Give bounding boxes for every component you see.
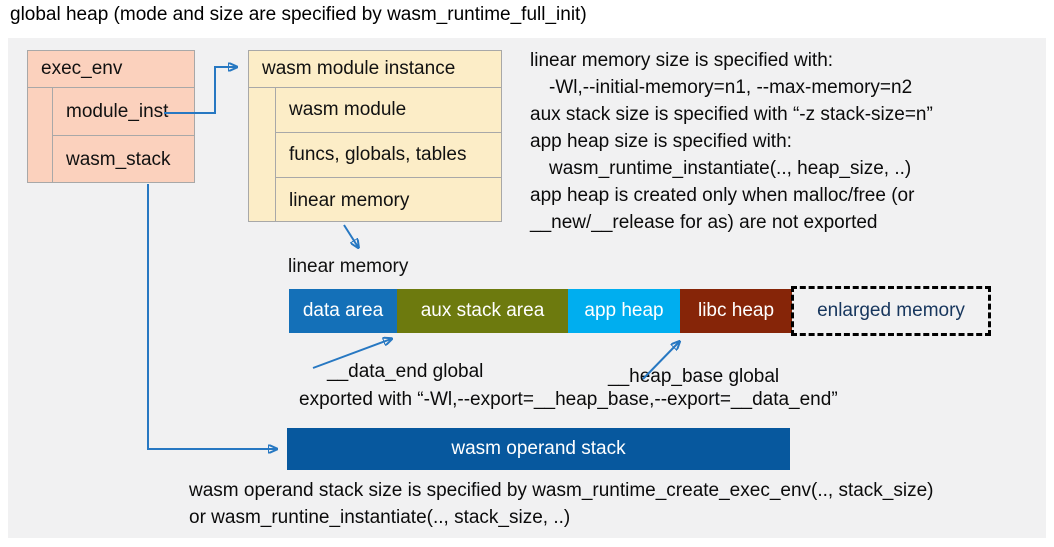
segment-libc-heap: libc heap	[680, 289, 792, 333]
exec-env-rows: module_inst wasm_stack	[52, 88, 194, 182]
module-instance-row-linear-memory: linear memory	[289, 189, 410, 211]
segment-enlarged-memory: enlarged memory	[791, 286, 991, 336]
wasm-operand-stack-bar: wasm operand stack	[287, 428, 790, 470]
note-line: -Wl,--initial-memory=n1, --max-memory=n2	[549, 77, 913, 98]
operand-stack-note-line: or wasm_runtine_instantiate(.., stack_si…	[189, 507, 571, 528]
note-line: app heap is created only when malloc/fre…	[530, 185, 915, 206]
exported-with-label: exported with “-Wl,--export=__heap_base,…	[299, 389, 838, 410]
memory-size-notes: linear memory size is specified with: -W…	[530, 47, 1046, 236]
note-line: aux stack size is specified with “-z sta…	[530, 104, 933, 125]
module-instance-rows: wasm module funcs, globals, tables linea…	[275, 88, 501, 221]
note-line: linear memory size is specified with:	[530, 50, 834, 71]
note-line: wasm_runtime_instantiate(.., heap_size, …	[549, 158, 912, 179]
exec-env-box: exec_env module_inst wasm_stack	[27, 50, 195, 183]
module-instance-header: wasm module instance	[249, 51, 501, 88]
module-instance-row-funcs-globals-tables: funcs, globals, tables	[276, 133, 501, 178]
segment-app-heap: app heap	[568, 289, 680, 333]
heap-base-global-label: __heap_base global	[608, 366, 780, 387]
segment-data-area: data area	[289, 289, 397, 333]
exec-env-row-module-inst: module_inst	[53, 88, 194, 136]
note-line: __new/__release for as) are not exported	[530, 212, 878, 233]
module-instance-row-wasm-module: wasm module	[276, 88, 501, 133]
exec-env-row-wasm-stack: wasm_stack	[66, 149, 171, 170]
segment-aux-stack-area: aux stack area	[397, 289, 568, 333]
note-line: app heap size is specified with:	[530, 131, 792, 152]
operand-stack-notes: wasm operand stack size is specified by …	[189, 477, 934, 531]
diagram-title: global heap (mode and size are specified…	[10, 4, 587, 25]
linear-memory-label: linear memory	[288, 256, 409, 277]
data-end-global-label: __data_end global	[327, 361, 484, 382]
module-instance-box: wasm module instance wasm module funcs, …	[248, 50, 502, 222]
operand-stack-note-line: wasm operand stack size is specified by …	[189, 480, 934, 501]
exec-env-header: exec_env	[28, 51, 194, 88]
